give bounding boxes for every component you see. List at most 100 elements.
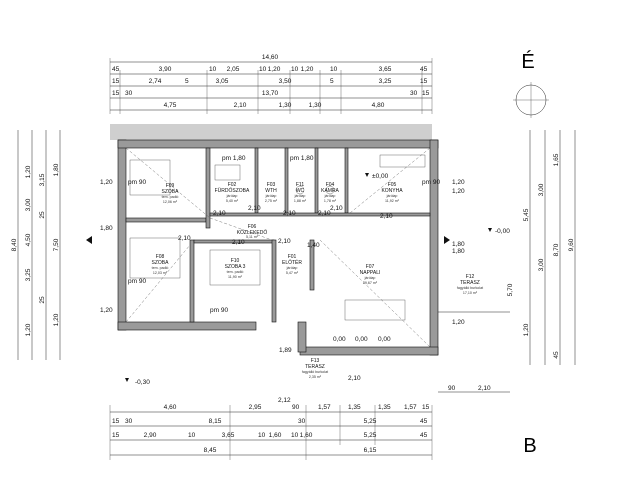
svg-text:KÖZLEKEDŐ: KÖZLEKEDŐ xyxy=(237,229,268,236)
svg-text:tem. padló: tem. padló xyxy=(162,195,179,199)
svg-text:NAPPALI: NAPPALI xyxy=(360,270,381,276)
svg-text:2,10: 2,10 xyxy=(380,213,393,220)
svg-text:3,15: 3,15 xyxy=(39,173,46,186)
svg-text:90: 90 xyxy=(292,404,300,411)
dim-left: 8,40 1,20 3,00 4,50 3,25 1,20 3,15 25 1,… xyxy=(11,163,60,336)
svg-text:5,25: 5,25 xyxy=(364,418,377,425)
svg-text:2,10: 2,10 xyxy=(318,210,331,217)
svg-text:3,65: 3,65 xyxy=(379,66,392,73)
svg-text:0,00: 0,00 xyxy=(378,336,391,343)
dim-bottom-row2: 15 30 8,15 30 5,25 45 xyxy=(112,418,428,425)
svg-text:ELŐTÉR: ELŐTÉR xyxy=(282,259,302,266)
svg-text:1,20: 1,20 xyxy=(523,323,530,336)
room-f06: F06 KÖZLEKEDŐ 5,11 m² xyxy=(237,224,268,239)
svg-text:pm 90: pm 90 xyxy=(422,179,440,186)
diagonal-guides xyxy=(125,147,431,348)
svg-text:1,57: 1,57 xyxy=(318,404,331,411)
svg-text:1,57: 1,57 xyxy=(404,404,417,411)
room-f12: F12 TERASZ fagyálló burkolat 17,10 m² xyxy=(457,274,483,295)
svg-text:45: 45 xyxy=(420,418,428,425)
svg-text:SZOBA: SZOBA xyxy=(162,189,180,195)
svg-text:3,25: 3,25 xyxy=(379,78,392,85)
svg-text:10: 10 xyxy=(209,66,217,73)
svg-text:F09: F09 xyxy=(166,183,175,189)
svg-text:F12: F12 xyxy=(466,274,475,280)
svg-text:0,00: 0,00 xyxy=(355,336,368,343)
svg-text:2,05: 2,05 xyxy=(227,66,240,73)
svg-text:tem. padló: tem. padló xyxy=(227,270,244,274)
svg-text:pm 90: pm 90 xyxy=(128,179,146,186)
svg-text:2,10: 2,10 xyxy=(178,235,191,242)
svg-text:9,60: 9,60 xyxy=(568,238,575,251)
svg-text:15: 15 xyxy=(422,404,430,411)
dim-top-row2: 15 2,74 5 3,05 3,50 5 3,25 15 xyxy=(112,78,428,85)
dim-bottom-row3: 15 2,90 10 3,65 10 1,60 10 1,60 5,25 45 xyxy=(112,432,428,439)
roof-outline xyxy=(110,124,432,140)
svg-text:2,90: 2,90 xyxy=(144,432,157,439)
svg-text:2,10: 2,10 xyxy=(232,239,245,246)
dim-bottom-row1: 4,60 2,95 90 1,57 1,35 1,35 1,57 15 xyxy=(164,404,430,411)
svg-text:WTH: WTH xyxy=(265,188,277,194)
svg-text:2,10: 2,10 xyxy=(283,210,296,217)
svg-text:2,95: 2,95 xyxy=(249,404,262,411)
svg-text:5,45: 5,45 xyxy=(523,208,530,221)
svg-text:SZOBA 3: SZOBA 3 xyxy=(225,264,246,270)
svg-text:1,60: 1,60 xyxy=(269,432,282,439)
svg-text:FÜRDŐSZOBA: FÜRDŐSZOBA xyxy=(215,187,250,194)
svg-text:10: 10 xyxy=(330,66,338,73)
svg-text:SZOBA: SZOBA xyxy=(152,260,170,266)
svg-text:15: 15 xyxy=(112,78,120,85)
svg-text:15: 15 xyxy=(112,432,120,439)
svg-text:29,67 m²: 29,67 m² xyxy=(363,281,378,285)
room-f05: F05 KONYHA járólap 11,92 m² xyxy=(381,182,403,203)
svg-text:12,06 m²: 12,06 m² xyxy=(163,200,178,204)
svg-text:30: 30 xyxy=(125,90,133,97)
svg-text:F02: F02 xyxy=(228,182,237,188)
svg-text:1,80: 1,80 xyxy=(100,225,113,232)
svg-text:1,35: 1,35 xyxy=(378,404,391,411)
compass-north-label: É xyxy=(521,50,534,73)
svg-text:3,00: 3,00 xyxy=(538,183,545,196)
svg-text:11,92 m²: 11,92 m² xyxy=(385,199,400,203)
svg-text:5,47 m²: 5,47 m² xyxy=(286,271,299,275)
svg-text:1,35: 1,35 xyxy=(348,404,361,411)
svg-text:járólap: járólap xyxy=(286,266,298,270)
room-f08: F08 SZOBA tem. padló 12,03 m² xyxy=(152,254,170,275)
svg-text:5,25: 5,25 xyxy=(364,432,377,439)
svg-text:3,00: 3,00 xyxy=(25,198,32,211)
svg-text:járólap: járólap xyxy=(226,194,238,198)
svg-text:1,20: 1,20 xyxy=(100,179,113,186)
svg-text:TERASZ: TERASZ xyxy=(305,364,325,370)
dim-right: 9,60 1,65 8,70 45 3,00 3,00 5,45 5,70 1,… xyxy=(507,153,575,358)
svg-text:F04: F04 xyxy=(326,182,335,188)
svg-text:1,80: 1,80 xyxy=(452,248,465,255)
svg-text:10: 10 xyxy=(258,432,266,439)
svg-text:5,11 m²: 5,11 m² xyxy=(246,235,259,239)
svg-text:2,10: 2,10 xyxy=(478,385,491,392)
svg-text:7,50: 7,50 xyxy=(53,238,60,251)
svg-text:5,40 m²: 5,40 m² xyxy=(226,199,239,203)
svg-text:15: 15 xyxy=(422,90,430,97)
svg-text:8,45: 8,45 xyxy=(204,447,217,454)
svg-text:30: 30 xyxy=(410,90,418,97)
right-dimension-lines xyxy=(529,130,576,365)
svg-text:15: 15 xyxy=(420,78,428,85)
svg-text:13,70: 13,70 xyxy=(262,90,279,97)
svg-text:F13: F13 xyxy=(311,358,320,364)
svg-text:3,50: 3,50 xyxy=(279,78,292,85)
svg-text:6,15: 6,15 xyxy=(364,447,377,454)
svg-text:12,03 m²: 12,03 m² xyxy=(153,271,168,275)
svg-text:tem. padló: tem. padló xyxy=(152,266,169,270)
svg-text:pm 1,80: pm 1,80 xyxy=(290,155,314,162)
room-f01: F01 ELŐTÉR járólap 5,47 m² xyxy=(282,254,302,275)
svg-text:KONYHA: KONYHA xyxy=(381,188,403,194)
svg-text:pm 1,80: pm 1,80 xyxy=(222,155,246,162)
svg-text:1,88 m²: 1,88 m² xyxy=(294,199,307,203)
svg-text:11,90 m²: 11,90 m² xyxy=(228,275,243,279)
svg-text:2,10: 2,10 xyxy=(248,205,261,212)
svg-text:F07: F07 xyxy=(366,264,375,270)
svg-text:3,05: 3,05 xyxy=(216,78,229,85)
room-f02: F02 FÜRDŐSZOBA járólap 5,40 m² xyxy=(215,182,250,203)
svg-text:TERASZ: TERASZ xyxy=(460,280,480,286)
svg-text:KAMRA: KAMRA xyxy=(321,188,339,194)
